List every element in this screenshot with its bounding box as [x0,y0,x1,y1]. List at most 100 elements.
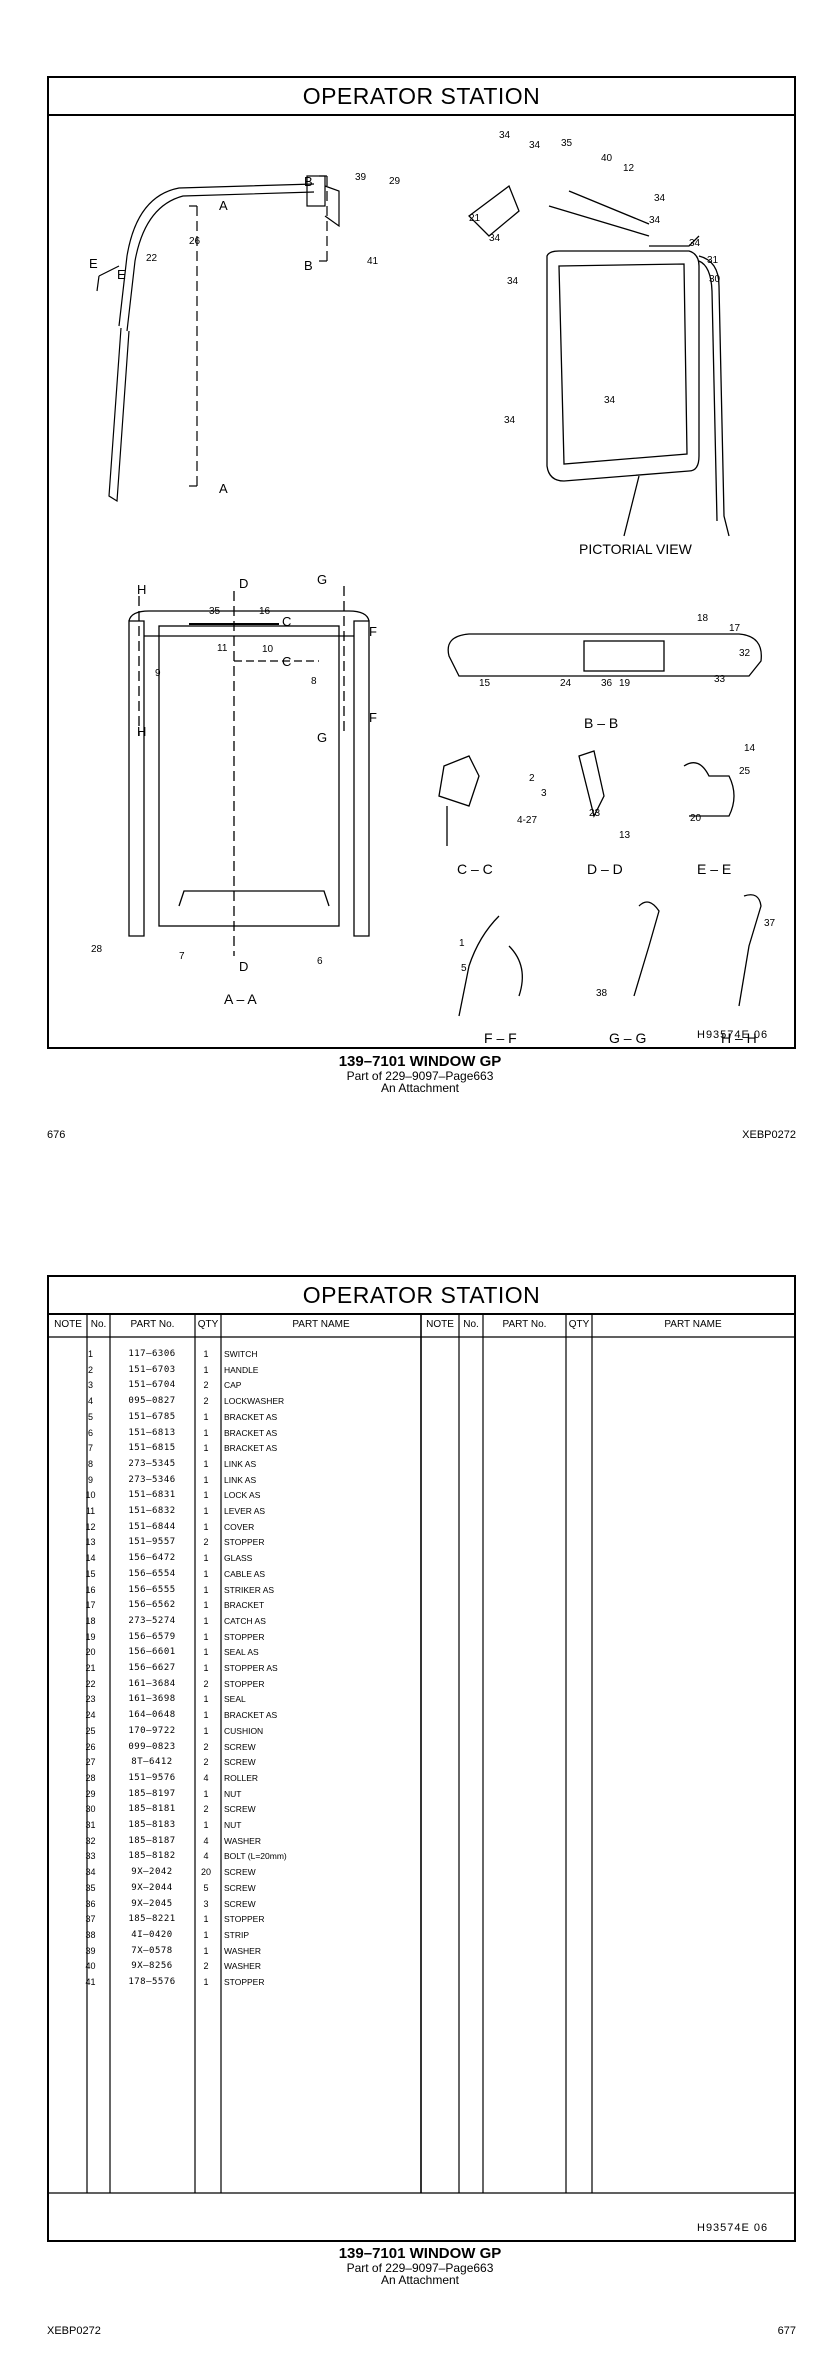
part-name: BRACKET AS [224,1427,278,1438]
svg-text:13: 13 [619,830,631,841]
part-number-index: 6 [87,1427,93,1438]
part-number-index: 28 [85,1772,96,1783]
svg-text:D: D [239,576,248,591]
drawing-code: H93574E 06 [697,1029,769,1041]
svg-text:G: G [317,572,327,587]
table-grid [49,1313,794,2194]
section-ee-label: E – E [697,861,731,877]
header-part-name: PART NAME [292,1319,350,1330]
part-number: 156–6601 [128,1647,176,1658]
part-number-index: 33 [85,1851,96,1862]
part-number: 161–3698 [128,1694,176,1705]
svg-text:41: 41 [367,256,379,267]
part-name: CATCH AS [224,1615,266,1626]
svg-text:6: 6 [317,956,323,967]
part-number-index: 18 [85,1615,96,1626]
part-number-index: 39 [85,1945,96,1956]
page-code-left-2: XEBP0272 [47,2325,101,2337]
part-quantity: 1 [203,1474,209,1485]
svg-text:35: 35 [209,606,221,617]
part-name: SCREW [224,1757,256,1768]
section-hh-label: H – H [721,1030,757,1046]
svg-text:32: 32 [739,648,751,659]
parts-table-frame: OPERATOR STATION NOTE No. PART No. QTY P… [47,1275,796,2242]
part-number: 8T–6412 [131,1757,173,1768]
header-part-name-right: PART NAME [664,1319,722,1330]
part-quantity: 1 [203,1694,209,1705]
svg-text:34: 34 [499,130,511,141]
part-quantity: 2 [203,1396,209,1407]
part-number-index: 36 [85,1898,96,1909]
header-no: No. [90,1319,107,1330]
part-quantity: 2 [203,1678,209,1689]
part-number-index: 5 [87,1411,93,1422]
part-quantity: 1 [203,1977,209,1987]
part-name: CABLE AS [224,1568,266,1579]
svg-text:A: A [219,481,228,496]
svg-text:31: 31 [707,255,719,266]
page-code-right: XEBP0272 [742,1129,796,1141]
part-quantity: 4 [203,1835,209,1846]
part-number: 185–8221 [128,1914,176,1925]
part-quantity: 20 [200,1867,211,1878]
svg-text:39: 39 [355,172,367,183]
part-quantity: 1 [203,1710,209,1721]
svg-text:34: 34 [689,238,701,249]
svg-text:40: 40 [601,153,613,164]
part-number: 151–6844 [128,1521,176,1532]
part-quantity: 1 [203,1820,209,1830]
part-quantity: 1 [203,1427,209,1438]
part-quantity: 1 [203,1411,209,1422]
part-name: CAP [224,1380,242,1391]
svg-text:38: 38 [596,988,608,999]
part-number-index: 3 [87,1380,93,1391]
svg-text:34: 34 [489,233,501,244]
page-number-right-2: 677 [777,2325,796,2337]
part-number-index: 13 [85,1537,96,1548]
part-name: NUT [224,1788,242,1799]
part-name: STOPPER [224,1977,265,1987]
part-name: ROLLER [224,1772,259,1783]
part-number-index: 21 [85,1663,96,1673]
part-number: 9X–2045 [131,1898,173,1909]
part-number-index: 2 [87,1364,93,1375]
section-dd-label: D – D [587,861,623,877]
part-name: BOLT (L=20mm) [224,1851,287,1862]
part-number: 117–6306 [128,1349,176,1359]
part-number: 099–0823 [128,1741,176,1752]
pictorial-view-label: PICTORIAL VIEW [579,541,693,557]
part-number: 178–5576 [128,1977,176,1987]
page-number-left: 676 [47,1129,66,1141]
svg-text:34: 34 [507,276,519,287]
part-quantity: 2 [203,1757,209,1768]
part-name: SCREW [224,1867,256,1878]
part-quantity: 1 [203,1663,209,1673]
svg-text:D: D [239,959,248,974]
part-quantity: 1 [203,1615,209,1626]
part-number-index: 29 [85,1788,96,1799]
part-quantity: 1 [203,1725,209,1736]
svg-text:3: 3 [541,788,547,799]
part-name: HANDLE [224,1364,259,1375]
svg-text:C: C [282,654,291,669]
part-number-index: 17 [85,1600,96,1611]
part-number: 151–6831 [128,1490,176,1501]
section-gg-label: G – G [609,1030,646,1046]
svg-text:22: 22 [146,253,158,264]
part-name: SWITCH [224,1349,258,1359]
